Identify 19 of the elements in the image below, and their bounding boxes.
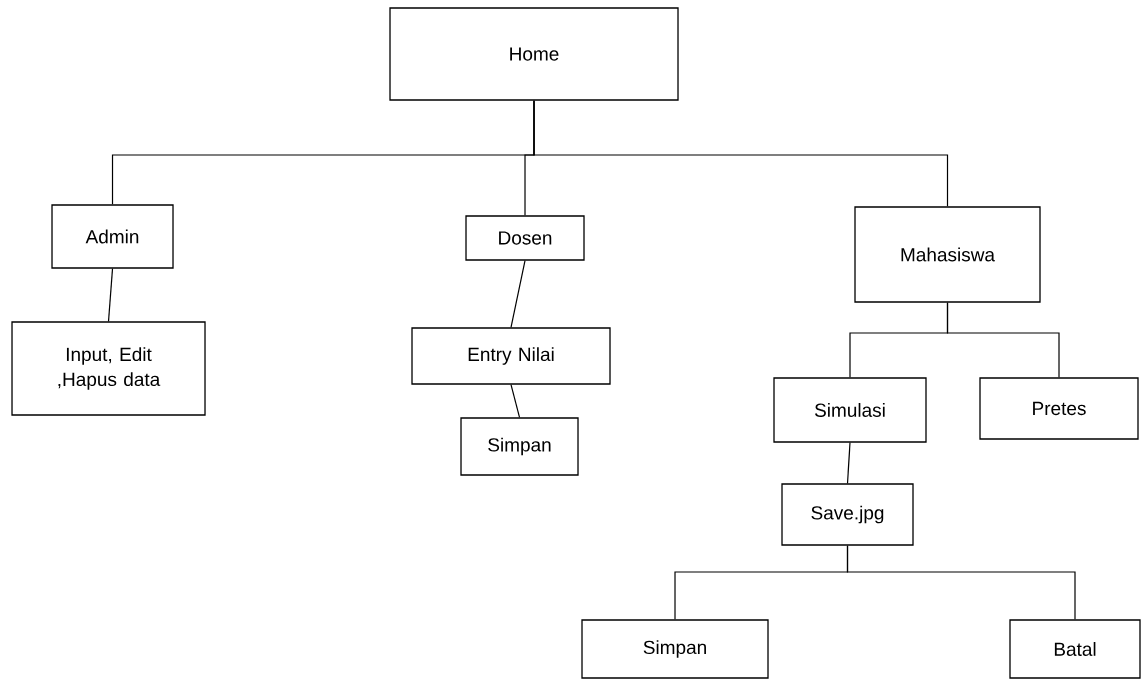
menu-box: Home (389, 7, 679, 101)
menu-box: Mahasiswa (854, 206, 1041, 303)
menu-box: Simpan (581, 619, 769, 679)
menu-box: Simpan (460, 417, 579, 476)
menu-box: Input, Edit ,Hapus data (11, 321, 206, 416)
menu-box: Admin (51, 204, 174, 269)
connector-line (846, 545, 1076, 620)
connector-line (510, 260, 526, 328)
connector-line (533, 100, 949, 207)
menu-box: Save.jpg (781, 483, 914, 546)
menu-box: Dosen (465, 215, 585, 261)
connector-line (510, 384, 521, 418)
connector-line (946, 302, 1060, 378)
menu-box: Simulasi (773, 377, 927, 443)
menu-box: Batal (1009, 619, 1141, 679)
menu-box: Pretes (979, 377, 1139, 440)
connector-line (107, 268, 114, 322)
menu-box: Entry Nilai (411, 327, 611, 385)
connector-line (846, 442, 851, 484)
